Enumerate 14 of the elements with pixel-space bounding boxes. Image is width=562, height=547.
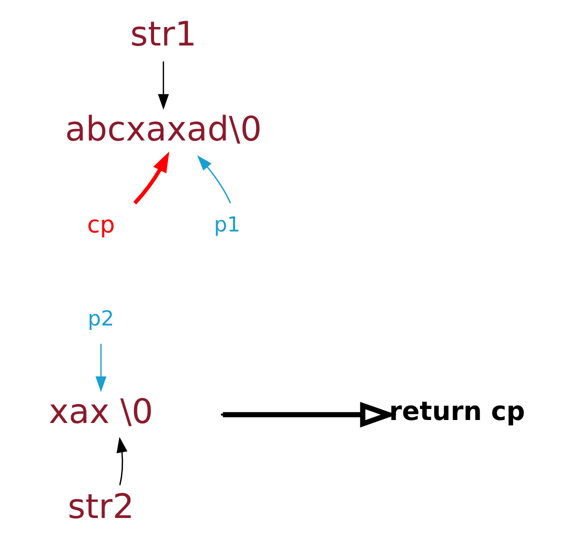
arrow bbox=[196, 155, 231, 204]
node-text: cp bbox=[86, 210, 114, 238]
arrow bbox=[95, 344, 106, 392]
node-text: str2 bbox=[67, 486, 134, 526]
node-text: p2 bbox=[87, 306, 114, 330]
arrow bbox=[157, 61, 168, 110]
node-text: xax \0 bbox=[48, 392, 153, 431]
arrow bbox=[116, 436, 127, 486]
node-text: p1 bbox=[213, 212, 240, 237]
arrow bbox=[222, 402, 396, 428]
node-text: return cp bbox=[388, 396, 525, 427]
node-text: abcxaxad\0 bbox=[64, 110, 262, 149]
arrow bbox=[132, 152, 169, 204]
node-text: str1 bbox=[130, 14, 196, 54]
